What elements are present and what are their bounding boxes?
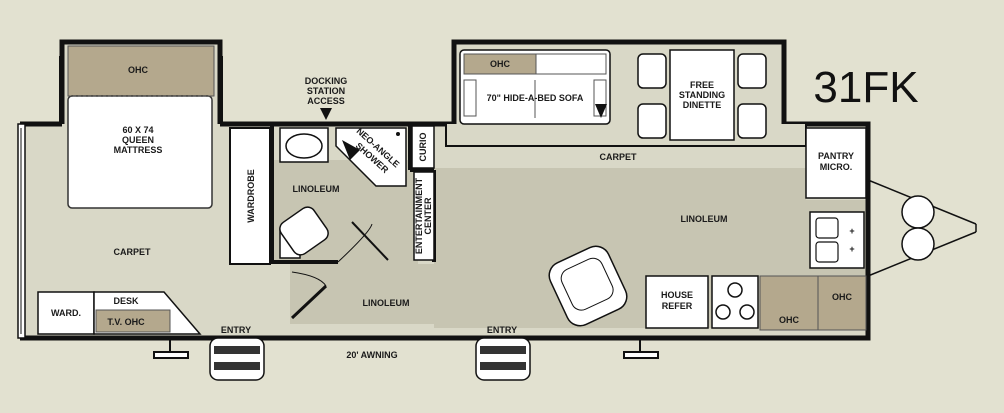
rear-wall	[17, 123, 26, 339]
living-carpet-label: CARPET	[599, 152, 637, 162]
range-cooktop	[711, 275, 759, 329]
rear-door-swing	[291, 271, 327, 287]
sofa-left-arm	[463, 79, 477, 117]
bath-sink	[285, 133, 323, 159]
dinette-table	[669, 49, 735, 141]
bedroom-ohc-cabinet	[67, 45, 215, 97]
rear-entry-door	[290, 284, 328, 320]
rear-entry-steps	[209, 337, 265, 381]
bedroom-carpet-label: CARPET	[113, 247, 151, 257]
rear-entry-label: ENTRY	[221, 325, 251, 335]
bath-door	[351, 221, 389, 261]
faucet-icon-1: +	[849, 226, 854, 236]
shower-seat-icon	[342, 140, 360, 160]
dinette-chairs	[637, 53, 767, 139]
exterior-walls	[59, 39, 787, 124]
entry-linoleum-label: LINOLEUM	[363, 298, 410, 308]
docking-arrow-icon	[320, 108, 332, 120]
front-entry-steps	[475, 337, 531, 381]
curio	[411, 125, 435, 169]
sofa-label: 70" HIDE-A-BED SOFA	[487, 93, 584, 103]
entertainment-label-1: ENTERTAINMENT	[414, 177, 424, 254]
shower-drain-icon	[396, 132, 400, 136]
desk-label: DESK	[113, 296, 139, 306]
docking-label-2: STATION	[307, 86, 345, 96]
ohc-bedroom-label: OHC	[128, 65, 149, 75]
kitchen-sink-basin-2	[815, 241, 839, 263]
entry-floor	[290, 264, 440, 324]
main-walls	[20, 121, 871, 341]
propane-tanks	[901, 195, 935, 261]
main-linoleum-label: LINOLEUM	[681, 214, 728, 224]
tv-ohc-label: T.V. OHC	[107, 317, 145, 327]
faucet-icon-2: +	[849, 244, 854, 254]
kitchen-ohc-cabinet	[759, 275, 819, 331]
mattress-label: MATTRESS	[114, 145, 163, 155]
burner-icons	[715, 282, 755, 320]
mattress-type-label: QUEEN	[122, 135, 154, 145]
sofa-ohc-label: OHC	[490, 59, 511, 69]
dinette-label-3: DINETTE	[683, 100, 722, 110]
model-name: 31FK	[813, 63, 918, 112]
house-refrigerator	[645, 275, 709, 329]
entertainment-label-2: CENTER	[423, 197, 433, 235]
pantry-label: PANTRY	[818, 151, 854, 161]
front-entry-label: ENTRY	[487, 325, 517, 335]
mattress-size-label: 60 X 74	[122, 125, 153, 135]
small-wardrobe	[37, 291, 95, 335]
ward-label: WARD.	[51, 308, 81, 318]
docking-label-3: ACCESS	[307, 96, 345, 106]
dinette-label-1: FREE	[690, 80, 714, 90]
tv-ohc-cabinet	[95, 309, 171, 333]
micro-label: MICRO.	[820, 162, 853, 172]
pantry-micro	[805, 127, 867, 199]
sofa-back-cushion	[535, 53, 607, 75]
awning-label: 20' AWNING	[346, 350, 397, 360]
stabilizer-jacks	[153, 338, 659, 359]
bath-door-swing	[337, 223, 373, 263]
kitchen-sink-basin-1	[815, 217, 839, 239]
sofa-arrow-icon	[595, 104, 607, 118]
refer-label-1: HOUSE	[661, 290, 693, 300]
curio-label: CURIO	[418, 133, 428, 162]
recliner-chair	[548, 245, 628, 327]
entertainment-center	[413, 171, 435, 261]
bath-linoleum-label: LINOLEUM	[293, 184, 340, 194]
dinette-label-2: STANDING	[679, 90, 725, 100]
neo-angle-shower	[335, 127, 407, 187]
wardrobe	[229, 127, 271, 265]
kitchen-ohc-label: OHC	[779, 315, 800, 325]
docking-label-1: DOCKING	[305, 76, 348, 86]
toilet-bowl	[279, 206, 329, 256]
wardrobe-label: WARDROBE	[246, 169, 256, 223]
front-ohc-label: OHC	[832, 292, 853, 302]
front-ohc-cabinet	[817, 275, 867, 331]
refer-label-2: REFER	[662, 301, 693, 311]
